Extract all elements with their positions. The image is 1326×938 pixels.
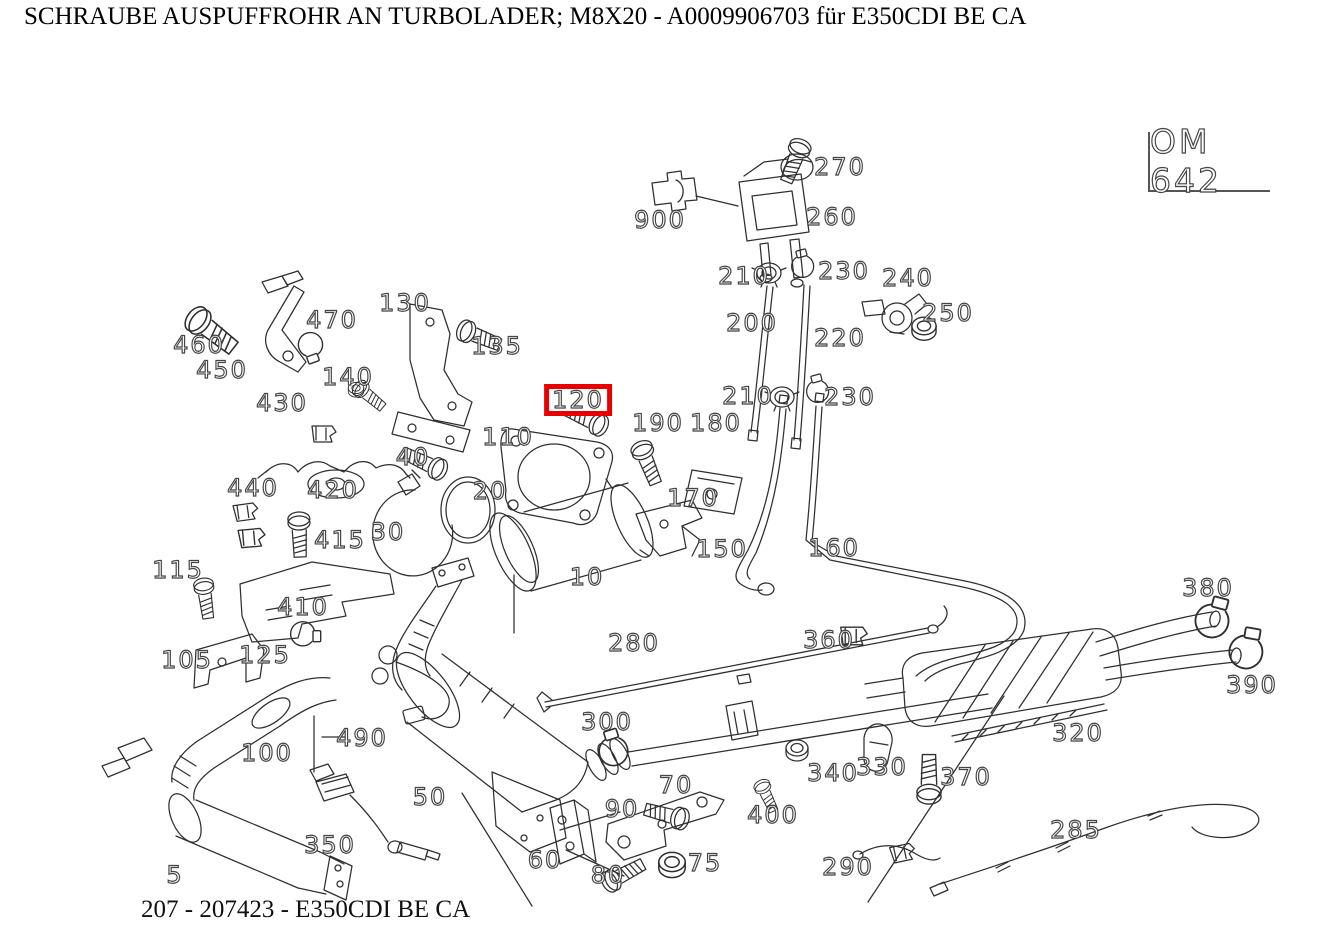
part-label-270[interactable]: 270 <box>814 153 866 181</box>
part-label-470[interactable]: 470 <box>306 306 358 334</box>
part-label-125[interactable]: 125 <box>239 641 291 669</box>
part-label-20[interactable]: 20 <box>472 477 508 505</box>
part-label-210-a[interactable]: 210 <box>718 262 770 290</box>
part-label-115[interactable]: 115 <box>152 556 204 584</box>
part-label-370[interactable]: 370 <box>940 763 992 791</box>
part-label-460[interactable]: 460 <box>173 331 225 359</box>
part-label-440[interactable]: 440 <box>227 474 279 502</box>
part-label-390[interactable]: 390 <box>1226 671 1278 699</box>
part-label-340[interactable]: 340 <box>807 759 859 787</box>
part-label-170[interactable]: 170 <box>667 484 719 512</box>
engine-family-box: OM 642 <box>1148 121 1270 201</box>
part-label-40[interactable]: 40 <box>395 443 431 471</box>
part-label-900[interactable]: 900 <box>634 206 686 234</box>
part-label-105[interactable]: 105 <box>161 646 213 674</box>
part-label-360[interactable]: 360 <box>803 626 855 654</box>
part-label-290[interactable]: 290 <box>822 853 874 881</box>
part-label-430[interactable]: 430 <box>256 389 308 417</box>
part-label-90[interactable]: 90 <box>604 795 640 823</box>
part-label-330[interactable]: 330 <box>856 753 908 781</box>
part-label-50[interactable]: 50 <box>412 783 448 811</box>
part-label-100[interactable]: 100 <box>241 739 293 767</box>
part-label-300[interactable]: 300 <box>581 708 633 736</box>
part-label-5[interactable]: 5 <box>166 861 184 889</box>
part-label-210-b[interactable]: 210 <box>722 382 774 410</box>
part-label-220[interactable]: 220 <box>814 324 866 352</box>
engine-family-code: OM 642 <box>1149 121 1222 200</box>
part-label-150[interactable]: 150 <box>696 535 748 563</box>
part-label-490[interactable]: 490 <box>336 724 388 752</box>
part-label-415[interactable]: 415 <box>314 526 366 554</box>
part-label-230-b[interactable]: 230 <box>824 383 876 411</box>
part-label-420[interactable]: 420 <box>307 476 359 504</box>
part-label-130[interactable]: 130 <box>379 289 431 317</box>
part-label-60[interactable]: 60 <box>527 846 563 874</box>
part-label-110[interactable]: 110 <box>482 423 534 451</box>
part-label-160[interactable]: 160 <box>808 534 860 562</box>
part-label-250[interactable]: 250 <box>922 299 974 327</box>
footer-model-code: 207 - 207423 - E350CDI BE CA <box>141 896 471 923</box>
part-label-380[interactable]: 380 <box>1182 574 1234 602</box>
part-label-285[interactable]: 285 <box>1050 816 1102 844</box>
part-label-450[interactable]: 450 <box>196 356 248 384</box>
part-label-260[interactable]: 260 <box>806 203 858 231</box>
part-label-230-a[interactable]: 230 <box>818 257 870 285</box>
part-label-400[interactable]: 400 <box>747 801 799 829</box>
part-label-135[interactable]: 135 <box>471 332 523 360</box>
part-label-80[interactable]: 80 <box>590 861 626 889</box>
part-label-240[interactable]: 240 <box>882 264 934 292</box>
part-label-190[interactable]: 190 <box>632 409 684 437</box>
part-label-410[interactable]: 410 <box>277 593 329 621</box>
part-label-120[interactable]: 120 <box>544 384 612 416</box>
part-label-180[interactable]: 180 <box>690 409 742 437</box>
part-label-70[interactable]: 70 <box>658 771 694 799</box>
page-title: SCHRAUBE AUSPUFFROHR AN TURBOLADER; M8X2… <box>24 3 1027 30</box>
part-label-75[interactable]: 75 <box>687 849 723 877</box>
part-label-140[interactable]: 140 <box>322 363 374 391</box>
part-label-10[interactable]: 10 <box>569 563 605 591</box>
part-label-350[interactable]: 350 <box>304 831 356 859</box>
part-label-200[interactable]: 200 <box>726 309 778 337</box>
part-label-30[interactable]: 30 <box>370 518 406 546</box>
part-label-320[interactable]: 320 <box>1052 719 1104 747</box>
part-label-280[interactable]: 280 <box>608 629 660 657</box>
